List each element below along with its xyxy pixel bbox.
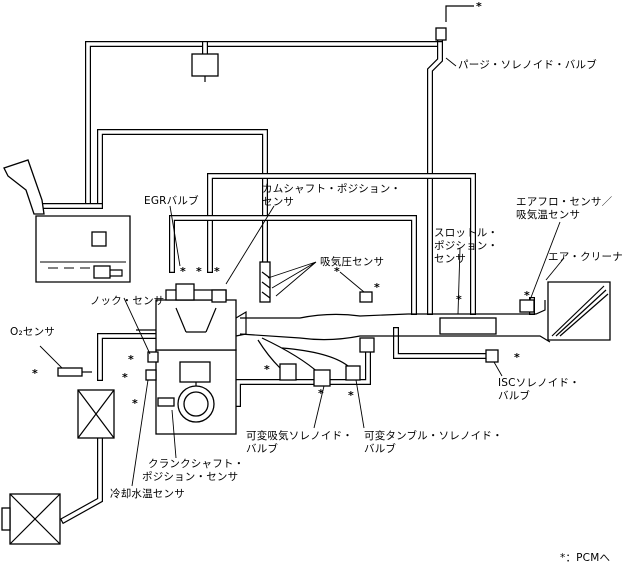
solenoid-valves (279, 291, 535, 387)
isc-valve-label-2: バルブ (498, 390, 531, 402)
camshaft-sensor-label-2: センサ (262, 196, 295, 208)
o2-sensor-label: O₂センサ (10, 326, 55, 338)
air-cleaner-label: エア・クリーナ (548, 251, 623, 263)
variable-tumble-label-2: バルブ (364, 443, 397, 455)
crankshaft-sensor-label-1: クランクシャフト・ (148, 458, 245, 470)
coolant-sensor-label: 冷却水温センサ (110, 488, 185, 500)
pcm-marker: * (374, 281, 380, 294)
catalysts (1, 389, 115, 545)
throttle-body (439, 317, 497, 335)
pcm-marker: * (334, 265, 340, 278)
egr-valve-label: EGRバルブ (144, 195, 199, 207)
crankshaft-sensor-label-2: ポジション・センサ (142, 471, 239, 483)
engine-block (136, 261, 271, 435)
airflow-sensor-label-2: 吸気温センサ (516, 209, 581, 221)
pcm-marker: * (476, 0, 482, 13)
throttle-sensor-label-1: スロットル・ (434, 227, 499, 239)
pcm-marker: * (456, 293, 462, 306)
pcm-marker: * (122, 371, 128, 384)
hose-lines (41, 31, 535, 525)
variable-tumble-label-1: 可変タンブル・ソレノイド・ (364, 430, 503, 442)
air-cleaner (547, 281, 611, 341)
leader-lines (39, 57, 565, 487)
variable-intake-label-1: 可変吸気ソレノイド・ (246, 430, 353, 442)
pcm-marker: * (514, 351, 520, 364)
map-sensor-label: 吸気圧センサ (320, 256, 385, 268)
isc-valve-label-1: ISCソレノイド・ (498, 377, 580, 389)
camshaft-sensor-label-1: カムシャフト・ポジション・ (262, 183, 402, 195)
pcm-marker: * (128, 353, 134, 366)
airflow-sensor-label-1: エアフロ・センサ／ (516, 196, 613, 208)
fuel-tank (3, 159, 131, 283)
pcm-marker: * (32, 367, 38, 380)
pcm-marker: * (196, 265, 202, 278)
throttle-sensor-label-3: センサ (434, 253, 467, 265)
intake-duct (239, 300, 551, 375)
pcm-marker: * (264, 363, 270, 376)
pcm-marker: * (348, 389, 354, 402)
pcm-marker: * (524, 289, 530, 302)
throttle-sensor-label-2: ポジション・ (434, 240, 499, 252)
pcm-marker: * (214, 265, 220, 278)
o2-sensor (57, 367, 92, 377)
legend-pcm: *：PCMへ (560, 552, 611, 564)
canister (191, 53, 219, 82)
variable-intake-label-2: バルブ (246, 443, 279, 455)
purge-valve-label: パージ・ソレノイド・バルブ (458, 59, 597, 71)
purge-valve (435, 5, 474, 41)
pcm-marker: * (180, 265, 186, 278)
pcm-marker: * (132, 397, 138, 410)
knock-sensor-label: ノック・センサ (90, 295, 165, 307)
pcm-marker: * (318, 387, 324, 400)
